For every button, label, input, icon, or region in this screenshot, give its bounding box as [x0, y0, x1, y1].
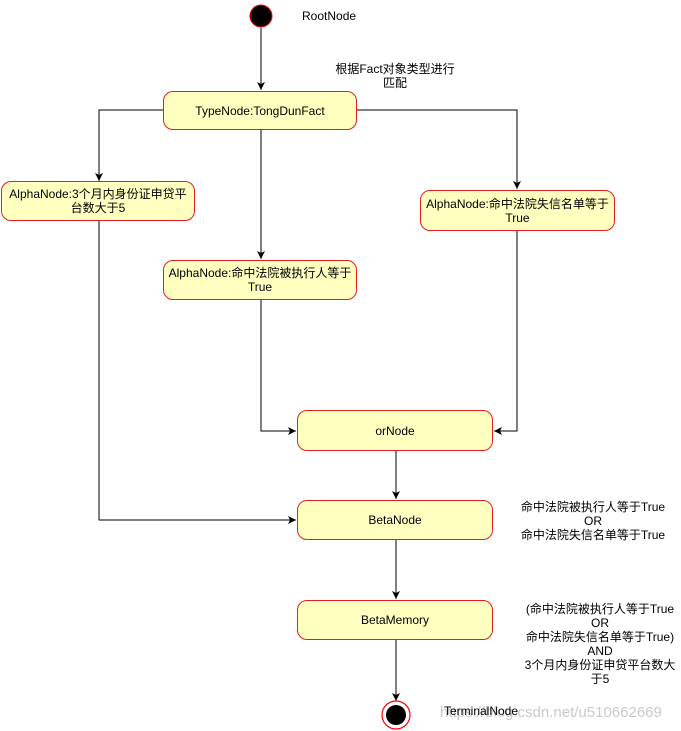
root-node-label: RootNode: [302, 9, 357, 23]
edge-type-alpha-left: [95, 109, 163, 181]
beta-memory-node: BetaMemory: [297, 600, 493, 640]
alpha-node-middle: AlphaNode:命中法院被执行人等于True: [163, 260, 357, 300]
terminal-node-core: [386, 705, 406, 725]
edge-alpha-middle-or: [260, 300, 296, 435]
watermark: https://blog.csdn.net/u510662669: [440, 704, 662, 721]
start-node: [249, 4, 273, 28]
edge-alpha-left-beta: [98, 221, 296, 524]
beta-node: BetaNode: [297, 500, 493, 540]
edge-alpha-right-or: [494, 231, 518, 435]
type-node: TypeNode:TongDunFact: [163, 91, 357, 130]
beta-memory-note: (命中法院被执行人等于True OR 命中法院失信名单等于True) AND 3…: [524, 602, 676, 686]
alpha-node-right: AlphaNode:命中法院失信名单等于True: [420, 190, 615, 231]
terminal-node-label: TerminalNode: [444, 704, 519, 718]
beta-node-note: 命中法院被执行人等于True OR 命中法院失信名单等于True: [520, 500, 666, 542]
edge-type-alpha-right: [357, 109, 521, 189]
match-note: 根据Fact对象类型进行 匹配: [335, 62, 455, 90]
alpha-node-left: AlphaNode:3个月内身份证申贷平台数大于5: [1, 181, 195, 221]
or-node: orNode: [297, 410, 493, 451]
